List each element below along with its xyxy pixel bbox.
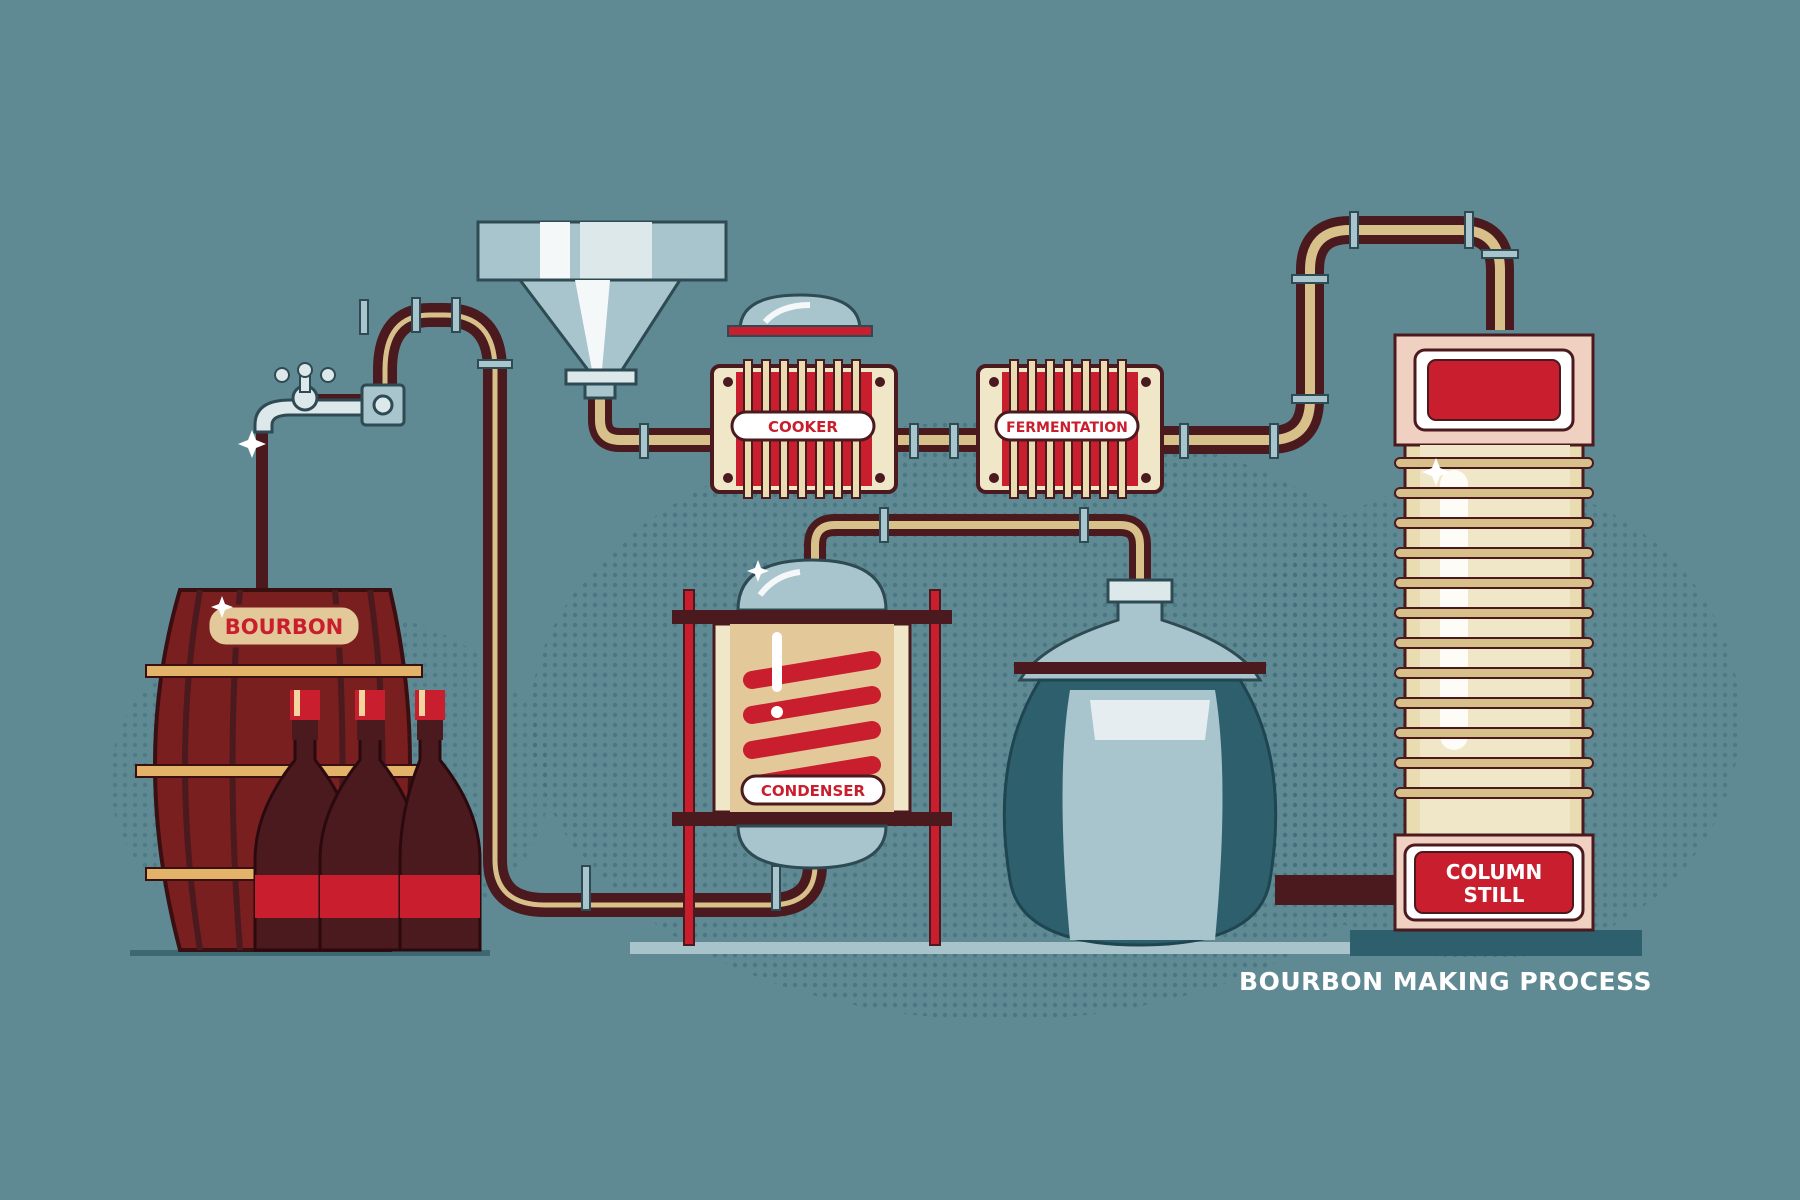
fermentation-unit: FERMENTATION	[976, 359, 1164, 499]
cooker-unit: COOKER	[710, 293, 898, 499]
cooker-label: COOKER	[768, 418, 838, 436]
pot-still	[1002, 578, 1278, 947]
bottle-2	[318, 690, 422, 952]
column-still: COLUMN STILL	[1350, 333, 1642, 956]
column-still-label-line1: COLUMN	[1446, 860, 1543, 884]
pipe-network	[256, 216, 1514, 917]
floor-line	[630, 942, 1510, 954]
pipe-clamps	[359, 211, 1519, 911]
condenser-unit: CONDENSER	[672, 558, 952, 946]
fermentation-label: FERMENTATION	[1006, 420, 1128, 436]
diagram-caption: BOURBON MAKING PROCESS	[1239, 967, 1652, 996]
faucet-tap	[253, 362, 406, 434]
condenser-label: CONDENSER	[761, 782, 866, 800]
barrel-label: BOURBON	[225, 615, 344, 639]
bottle-3	[398, 690, 482, 952]
floor-shadow	[130, 950, 490, 956]
column-still-label-line2: STILL	[1464, 883, 1525, 907]
barrel-label-plate: BOURBON	[206, 604, 362, 648]
sparkle-decorations	[211, 430, 1450, 618]
grain-funnel	[476, 220, 728, 400]
bourbon-bottles	[253, 690, 482, 952]
